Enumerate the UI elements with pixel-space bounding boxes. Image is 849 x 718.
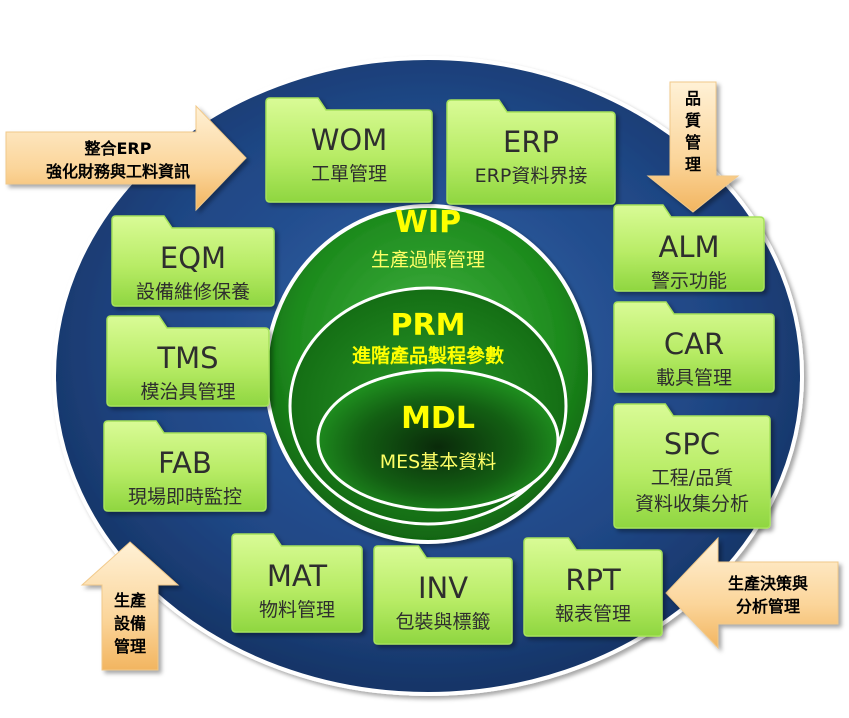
module-fab: FAB 現場即時監控: [103, 420, 267, 512]
module-eqm: EQM 設備維修保養: [111, 215, 275, 307]
module-sub1-car: 載具管理: [656, 367, 732, 389]
prm-code: PRM: [391, 308, 466, 343]
arrow-tr-char4: 理: [685, 155, 701, 174]
mdl-code: MDL: [401, 401, 475, 436]
module-sub1-tms: 模治具管理: [140, 381, 235, 403]
module-sub1-eqm: 設備維修保養: [136, 281, 250, 303]
arrow-decision-analysis: 生產決策與 分析管理: [665, 536, 839, 650]
module-sub1-alm: 警示功能: [651, 270, 727, 292]
module-folders: WOM 工單管理 ERP ERP資料界接 EQM 設備維修保養 ALM 警示功能 TMS 模治具管…: [103, 97, 775, 645]
arrow-br-line2: 分析管理: [736, 597, 800, 616]
module-code-mat: MAT: [267, 559, 328, 593]
module-sub1-inv: 包裝與標籤: [395, 611, 490, 633]
arrow-integrate-erp: 整合ERP 強化財務與工料資訊: [5, 104, 247, 212]
arrow-tr-char1: 品: [685, 89, 701, 108]
module-code-inv: INV: [418, 571, 468, 605]
module-rpt: RPT 報表管理: [523, 537, 663, 637]
module-sub1-mat: 物料管理: [259, 599, 335, 621]
folder-shape-spc: [613, 403, 771, 529]
module-wom: WOM 工單管理: [265, 97, 433, 203]
arrow-bl-line3: 管理: [114, 637, 146, 656]
module-code-erp: ERP: [503, 125, 559, 159]
module-code-spc: SPC: [664, 427, 720, 461]
module-sub1-erp: ERP資料界接: [475, 165, 588, 187]
module-sub2-spc: 資料收集分析: [635, 493, 749, 515]
module-code-eqm: EQM: [160, 241, 226, 275]
module-mat: MAT 物料管理: [231, 533, 363, 633]
arrow-quality-management: 品 質 管 理: [646, 81, 740, 213]
folder-shape-tms: [106, 315, 270, 407]
module-tms: TMS 模治具管理: [106, 315, 270, 407]
module-inv: INV 包裝與標籤: [373, 545, 513, 645]
module-sub1-wom: 工單管理: [311, 163, 387, 185]
prm-sub: 進階產品製程參數: [352, 344, 504, 367]
wip-code: WIP: [395, 205, 461, 240]
module-car: CAR 載具管理: [613, 301, 775, 393]
arrow-production-equipment: 生產 設備 管理: [80, 541, 180, 671]
module-sub1-fab: 現場即時監控: [128, 486, 242, 508]
module-sub1-spc: 工程/品質: [651, 467, 733, 489]
module-sub1-rpt: 報表管理: [555, 603, 631, 625]
module-code-tms: TMS: [156, 341, 218, 375]
arrow-bl-line1: 生產: [114, 591, 146, 610]
module-alm: ALM 警示功能: [613, 204, 765, 292]
arrow-tl-line2: 強化財務與工料資訊: [46, 162, 190, 181]
core-circles: WIP 生產過帳管理 PRM 進階產品製程參數 MDL MES基本資料: [264, 204, 592, 544]
folder-shape-rpt: [523, 537, 663, 637]
folder-shape-car: [613, 301, 775, 393]
arrow-tl-line1: 整合ERP: [84, 139, 152, 158]
arrow-tr-char2: 質: [685, 111, 701, 130]
module-code-wom: WOM: [311, 123, 388, 157]
mdl-circle: [316, 368, 560, 512]
module-code-fab: FAB: [158, 446, 212, 480]
arrow-tr-char3: 管: [685, 133, 701, 152]
module-code-rpt: RPT: [565, 563, 621, 597]
folder-shape-mat: [231, 533, 363, 633]
arrow-bl-line2: 設備: [114, 614, 146, 633]
wip-sub: 生產過帳管理: [371, 249, 485, 271]
folder-shape-wom: [265, 97, 433, 203]
folder-shape-alm: [613, 204, 765, 292]
folder-shape-fab: [103, 420, 267, 512]
mdl-sub: MES基本資料: [380, 451, 496, 473]
folder-shape-inv: [373, 545, 513, 645]
module-code-alm: ALM: [658, 230, 719, 264]
folder-shape-eqm: [111, 215, 275, 307]
folder-shape-erp: [446, 99, 616, 205]
arrow-br-line1: 生產決策與: [728, 574, 808, 593]
module-erp: ERP ERP資料界接: [446, 99, 616, 205]
module-code-car: CAR: [664, 327, 724, 361]
